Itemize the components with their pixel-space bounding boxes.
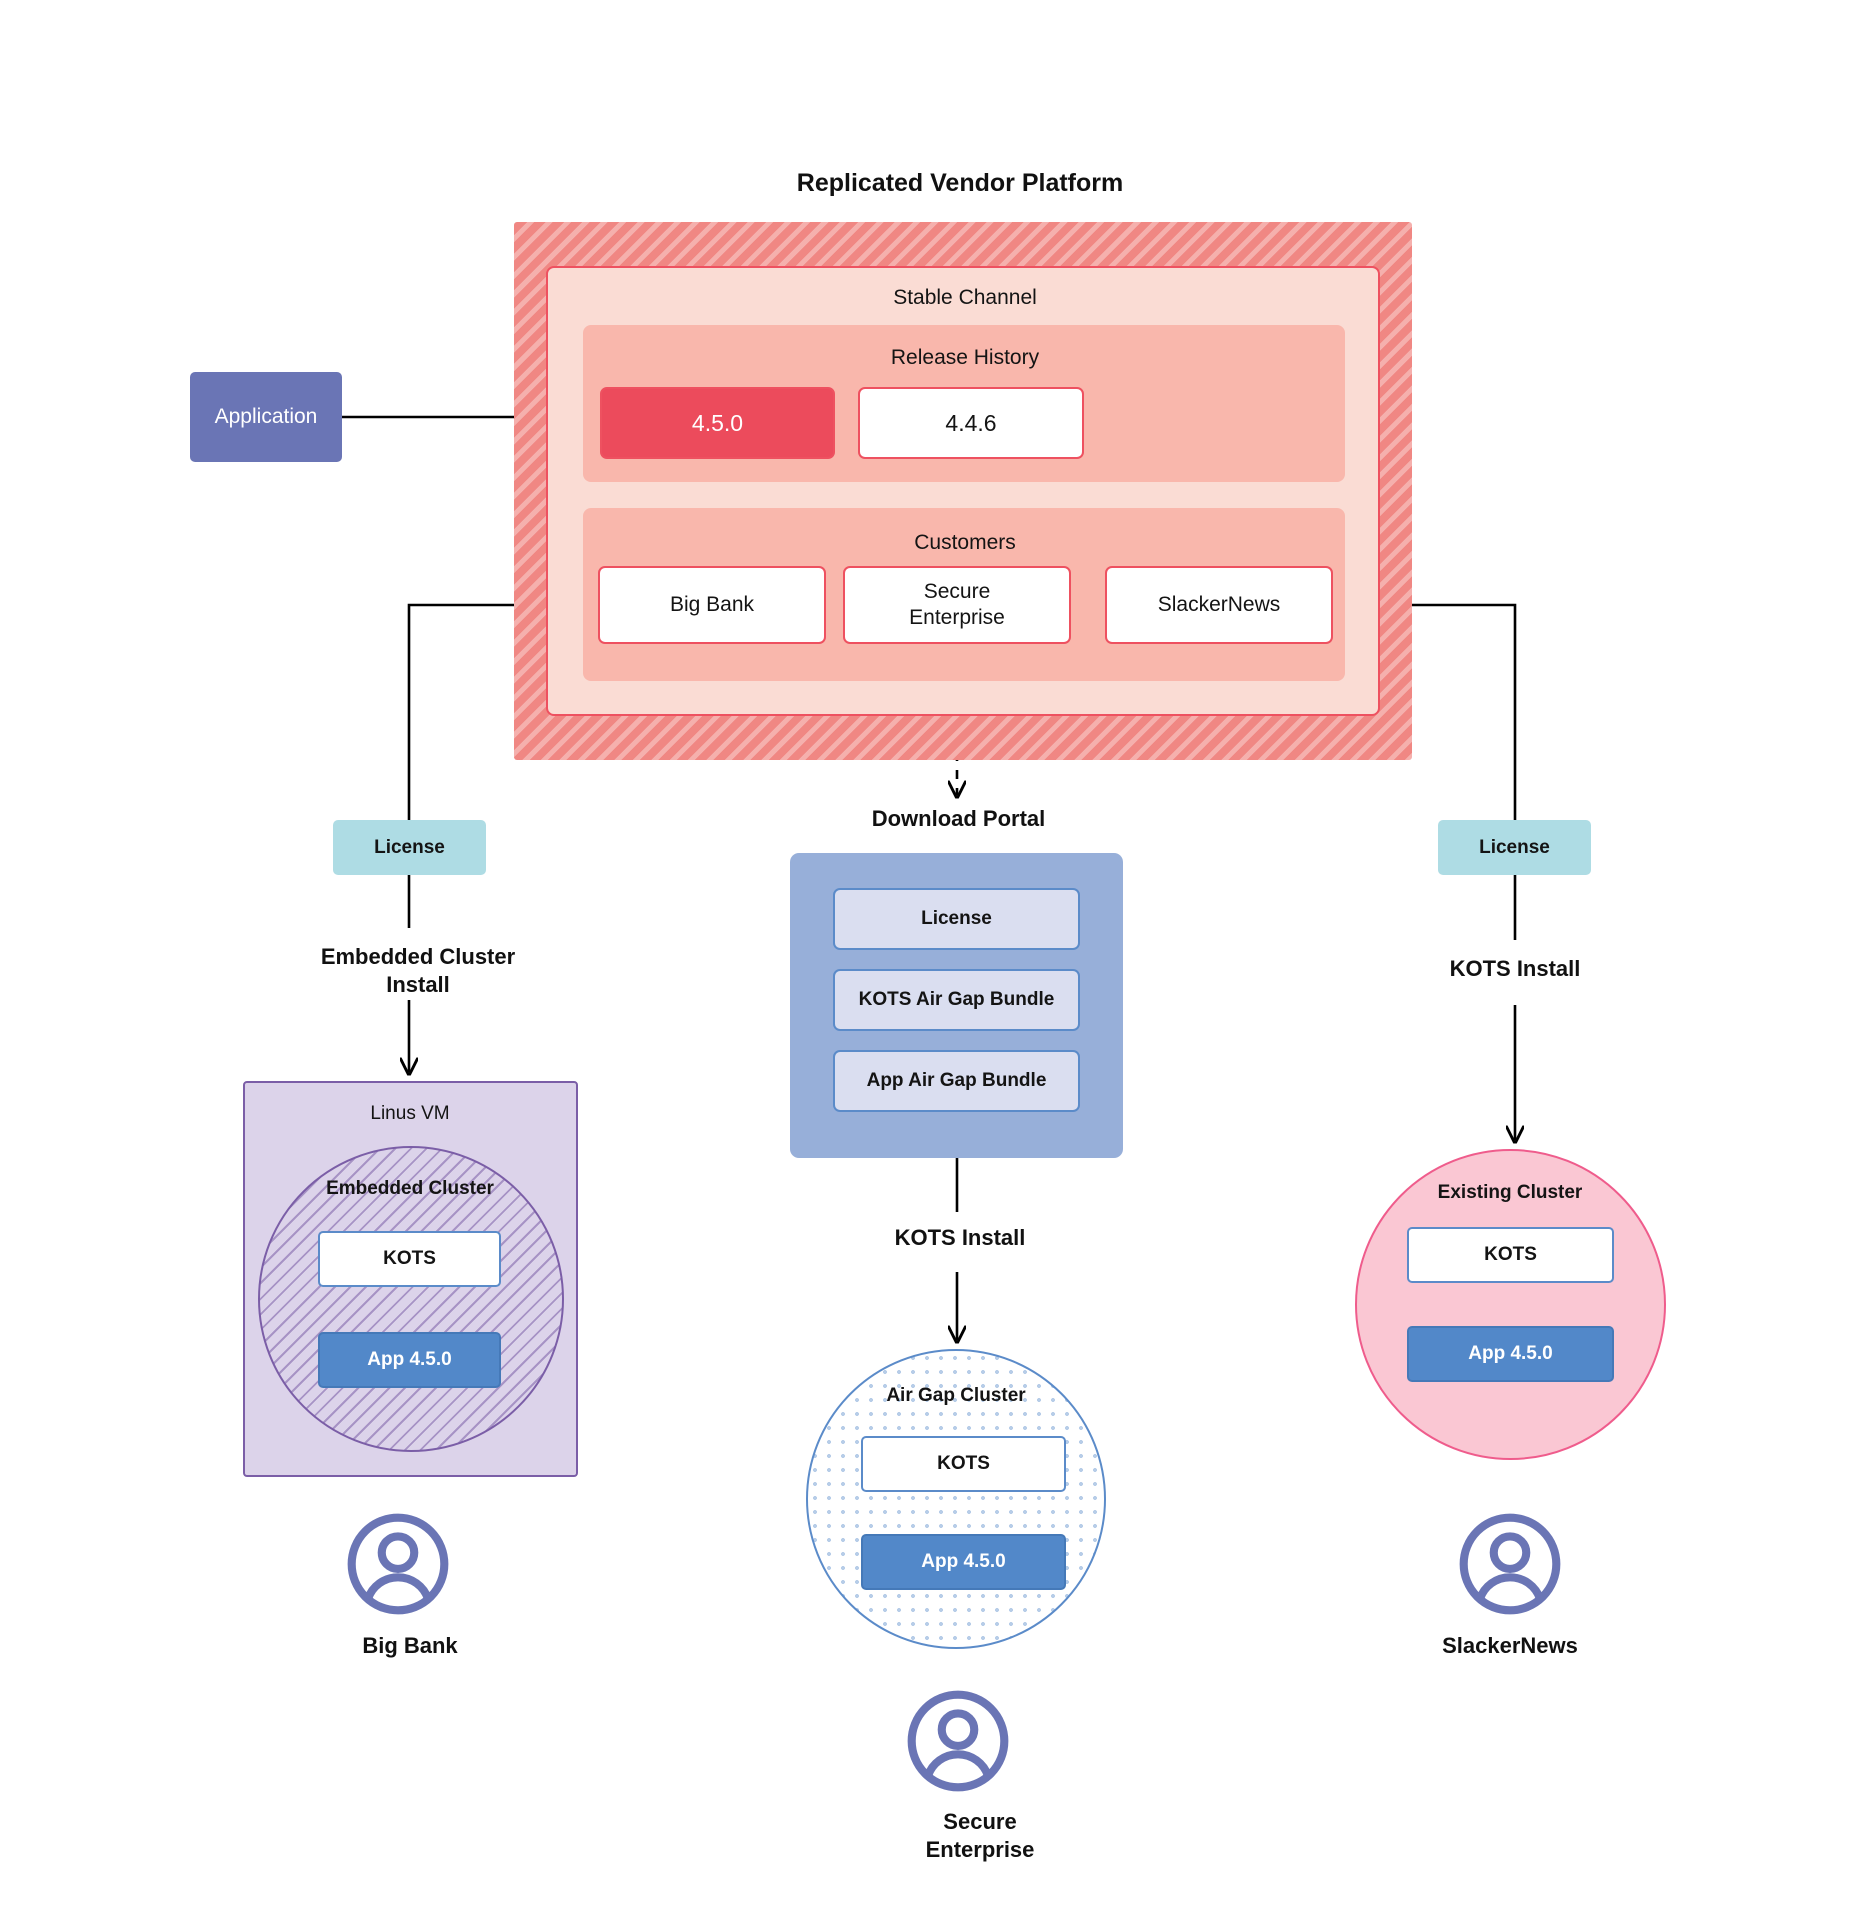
- page-title: Replicated Vendor Platform: [796, 169, 1124, 197]
- user-avatar-icon: [347, 1513, 449, 1615]
- license-chip-right[interactable]: License: [1438, 820, 1591, 875]
- customer-card-big-bank[interactable]: Big Bank: [598, 566, 826, 644]
- release-version-current[interactable]: 4.5.0: [600, 387, 835, 459]
- license-chip-left[interactable]: License: [333, 820, 486, 875]
- application-node[interactable]: Application: [190, 372, 342, 462]
- app-node-embedded[interactable]: App 4.5.0: [318, 1332, 501, 1388]
- existing-cluster-label: Existing Cluster: [1437, 1182, 1583, 1203]
- kots-node-air-gap[interactable]: KOTS: [861, 1436, 1066, 1492]
- portal-item-app-air-gap-bundle[interactable]: App Air Gap Bundle: [833, 1050, 1080, 1112]
- release-version-previous[interactable]: 4.4.6: [858, 387, 1084, 459]
- linux-vm-label: Linus VM: [370, 1103, 450, 1124]
- app-node-air-gap[interactable]: App 4.5.0: [861, 1534, 1066, 1590]
- persona-label-big-bank: Big Bank: [362, 1633, 458, 1658]
- release-history-label: Release History: [890, 346, 1040, 369]
- user-avatar-icon: [907, 1690, 1009, 1792]
- air-gap-cluster-region: [806, 1349, 1106, 1649]
- install-step-kots-middle: KOTS Install: [894, 1225, 1026, 1250]
- portal-item-license[interactable]: License: [833, 888, 1080, 950]
- customers-label: Customers: [914, 531, 1016, 554]
- embedded-cluster-label: Embedded Cluster: [326, 1178, 494, 1199]
- existing-cluster-region: [1355, 1149, 1666, 1460]
- air-gap-cluster-label: Air Gap Cluster: [886, 1385, 1026, 1406]
- kots-node-existing[interactable]: KOTS: [1407, 1227, 1614, 1283]
- app-node-existing[interactable]: App 4.5.0: [1407, 1326, 1614, 1382]
- download-portal-title: Download Portal: [871, 806, 1046, 831]
- customer-card-slackernews[interactable]: SlackerNews: [1105, 566, 1333, 644]
- portal-item-kots-air-gap-bundle[interactable]: KOTS Air Gap Bundle: [833, 969, 1080, 1031]
- persona-label-secure-enterprise: Secure Enterprise: [925, 1809, 1035, 1862]
- stable-channel-label: Stable Channel: [893, 286, 1037, 309]
- customer-card-secure-enterprise[interactable]: Secure Enterprise: [843, 566, 1071, 644]
- persona-label-slackernews: SlackerNews: [1442, 1633, 1578, 1658]
- user-avatar-icon: [1459, 1513, 1561, 1615]
- kots-node-embedded[interactable]: KOTS: [318, 1231, 501, 1287]
- install-step-kots-right: KOTS Install: [1449, 956, 1581, 981]
- install-step-embedded-cluster: Embedded Cluster Install: [320, 944, 516, 997]
- embedded-cluster-region: [258, 1146, 564, 1452]
